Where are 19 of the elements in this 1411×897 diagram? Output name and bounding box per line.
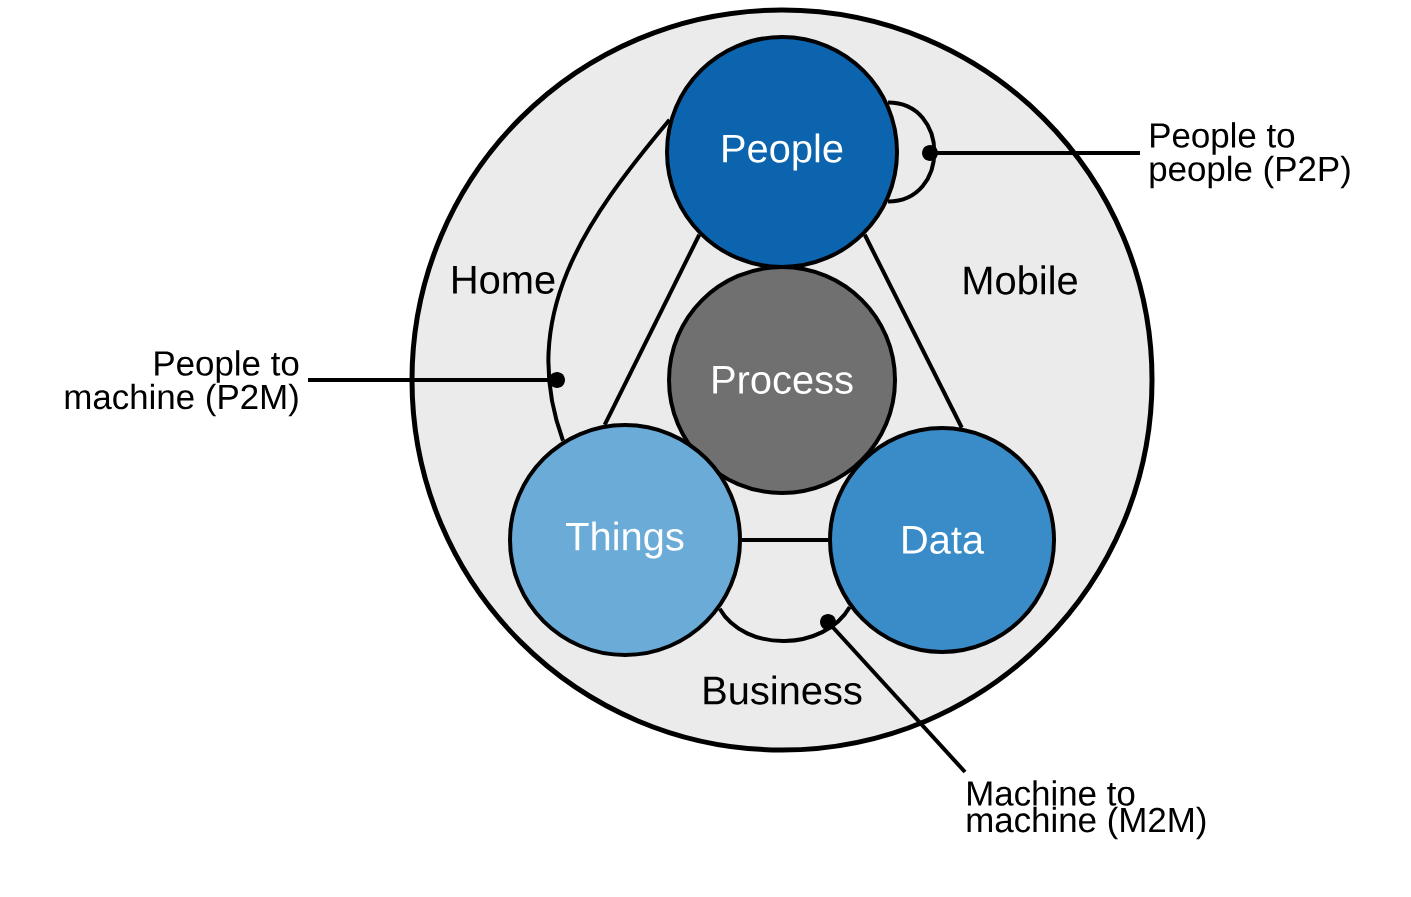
connector-line [602, 233, 702, 426]
leader-line [820, 614, 967, 774]
callout-text: People to people (P2P) [1150, 122, 1350, 189]
circle-node: Data [828, 426, 1056, 654]
connector-line [742, 538, 828, 542]
region-label: Mobile [964, 265, 1077, 295]
connector-arc [718, 605, 852, 643]
region-label: Business [704, 675, 862, 705]
connector-arc [887, 100, 937, 204]
callout-text: People to machine (P2M) [65, 350, 299, 417]
callout-text: Machine to machine (M2M) [967, 780, 1206, 840]
leader-line [308, 372, 565, 388]
region-label: Home [453, 266, 555, 294]
leader-line [922, 145, 1140, 161]
circle-node: Process [667, 265, 897, 495]
circle-node: Things [508, 423, 742, 657]
connector-arc [546, 118, 672, 442]
connector-line [862, 233, 964, 429]
circle-node: People [665, 35, 899, 269]
